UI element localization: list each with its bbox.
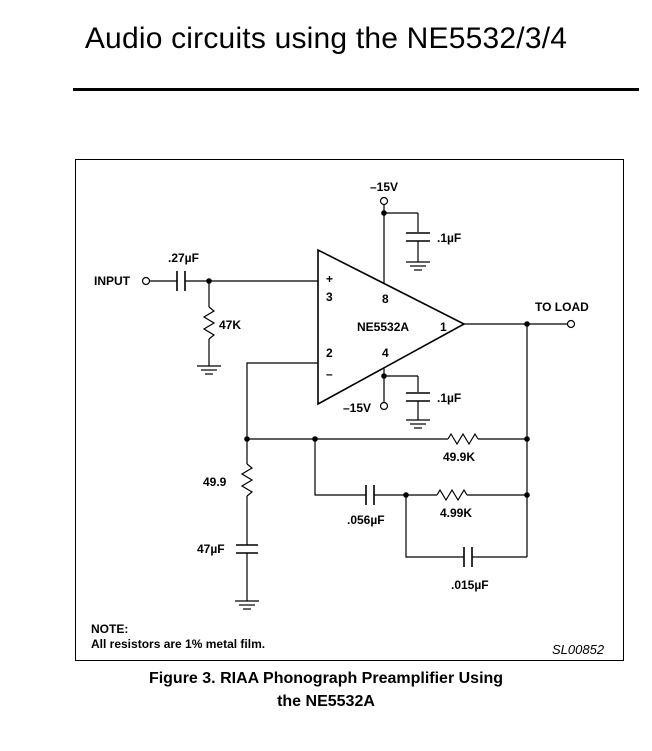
opamp-pin2: 2: [326, 346, 333, 360]
input-cap-label: .27µF: [168, 251, 199, 265]
note-text: All resistors are 1% metal film.: [91, 637, 265, 651]
input-label: INPUT: [94, 274, 131, 288]
cap-gnd-label: 47µF: [197, 542, 225, 556]
supply-top-label: –15V: [370, 180, 398, 194]
rail-node-1: [524, 436, 530, 442]
figure-caption-line2: the NE5532A: [277, 693, 375, 710]
input-terminal: [141, 276, 151, 286]
r-fb2-label: 4.99K: [440, 506, 472, 520]
figure-frame: [75, 159, 624, 661]
supply-top-terminal: [379, 196, 389, 206]
opamp-pin3: 3: [326, 290, 333, 304]
cap-fb2-label: .015µF: [451, 578, 489, 592]
cap-top-label: .1µF: [437, 231, 461, 245]
r-fb-resistor: [447, 432, 479, 446]
r-input-label: 47K: [219, 318, 241, 332]
cap-fb2-wire: [405, 495, 464, 558]
opamp-pin4: 4: [382, 346, 389, 360]
title-rule: [73, 88, 639, 91]
figure-code: SL00852: [552, 642, 605, 657]
ground-icon: [197, 365, 221, 375]
ground-icon: [406, 419, 430, 429]
page-title: Audio circuits using the NE5532/3/4: [84, 22, 568, 55]
opamp-pin1: 1: [440, 320, 447, 334]
inv-input-wire: [246, 362, 318, 464]
r-gnd-label: 49.9: [203, 475, 227, 489]
ground-icon: [406, 261, 430, 271]
output-terminal: [566, 319, 576, 329]
r-gnd-resistor: [240, 463, 254, 497]
r-input-resistor: [202, 306, 216, 340]
ground-icon: [235, 600, 259, 610]
cap-bottom-label: .1µF: [437, 391, 461, 405]
opamp-triangle: [317, 248, 466, 406]
supply-bottom-label: –15V: [343, 401, 371, 415]
opamp-pin8: 8: [382, 292, 389, 306]
opamp-minus-sign: –: [326, 367, 333, 381]
r-fb-label: 49.9K: [443, 450, 475, 464]
note-title: NOTE:: [91, 622, 128, 636]
branch-wire: [314, 439, 366, 496]
figure-caption-line1: Figure 3. RIAA Phonograph Preamplifier U…: [148, 670, 504, 687]
supply-bottom-terminal: [379, 401, 389, 411]
cap-fb-label: .056µF: [347, 513, 385, 527]
opamp-plus-sign: +: [326, 272, 333, 286]
output-label: TO LOAD: [535, 300, 589, 314]
opamp-name: NE5532A: [357, 320, 409, 334]
r-fb2-resistor: [436, 488, 468, 502]
